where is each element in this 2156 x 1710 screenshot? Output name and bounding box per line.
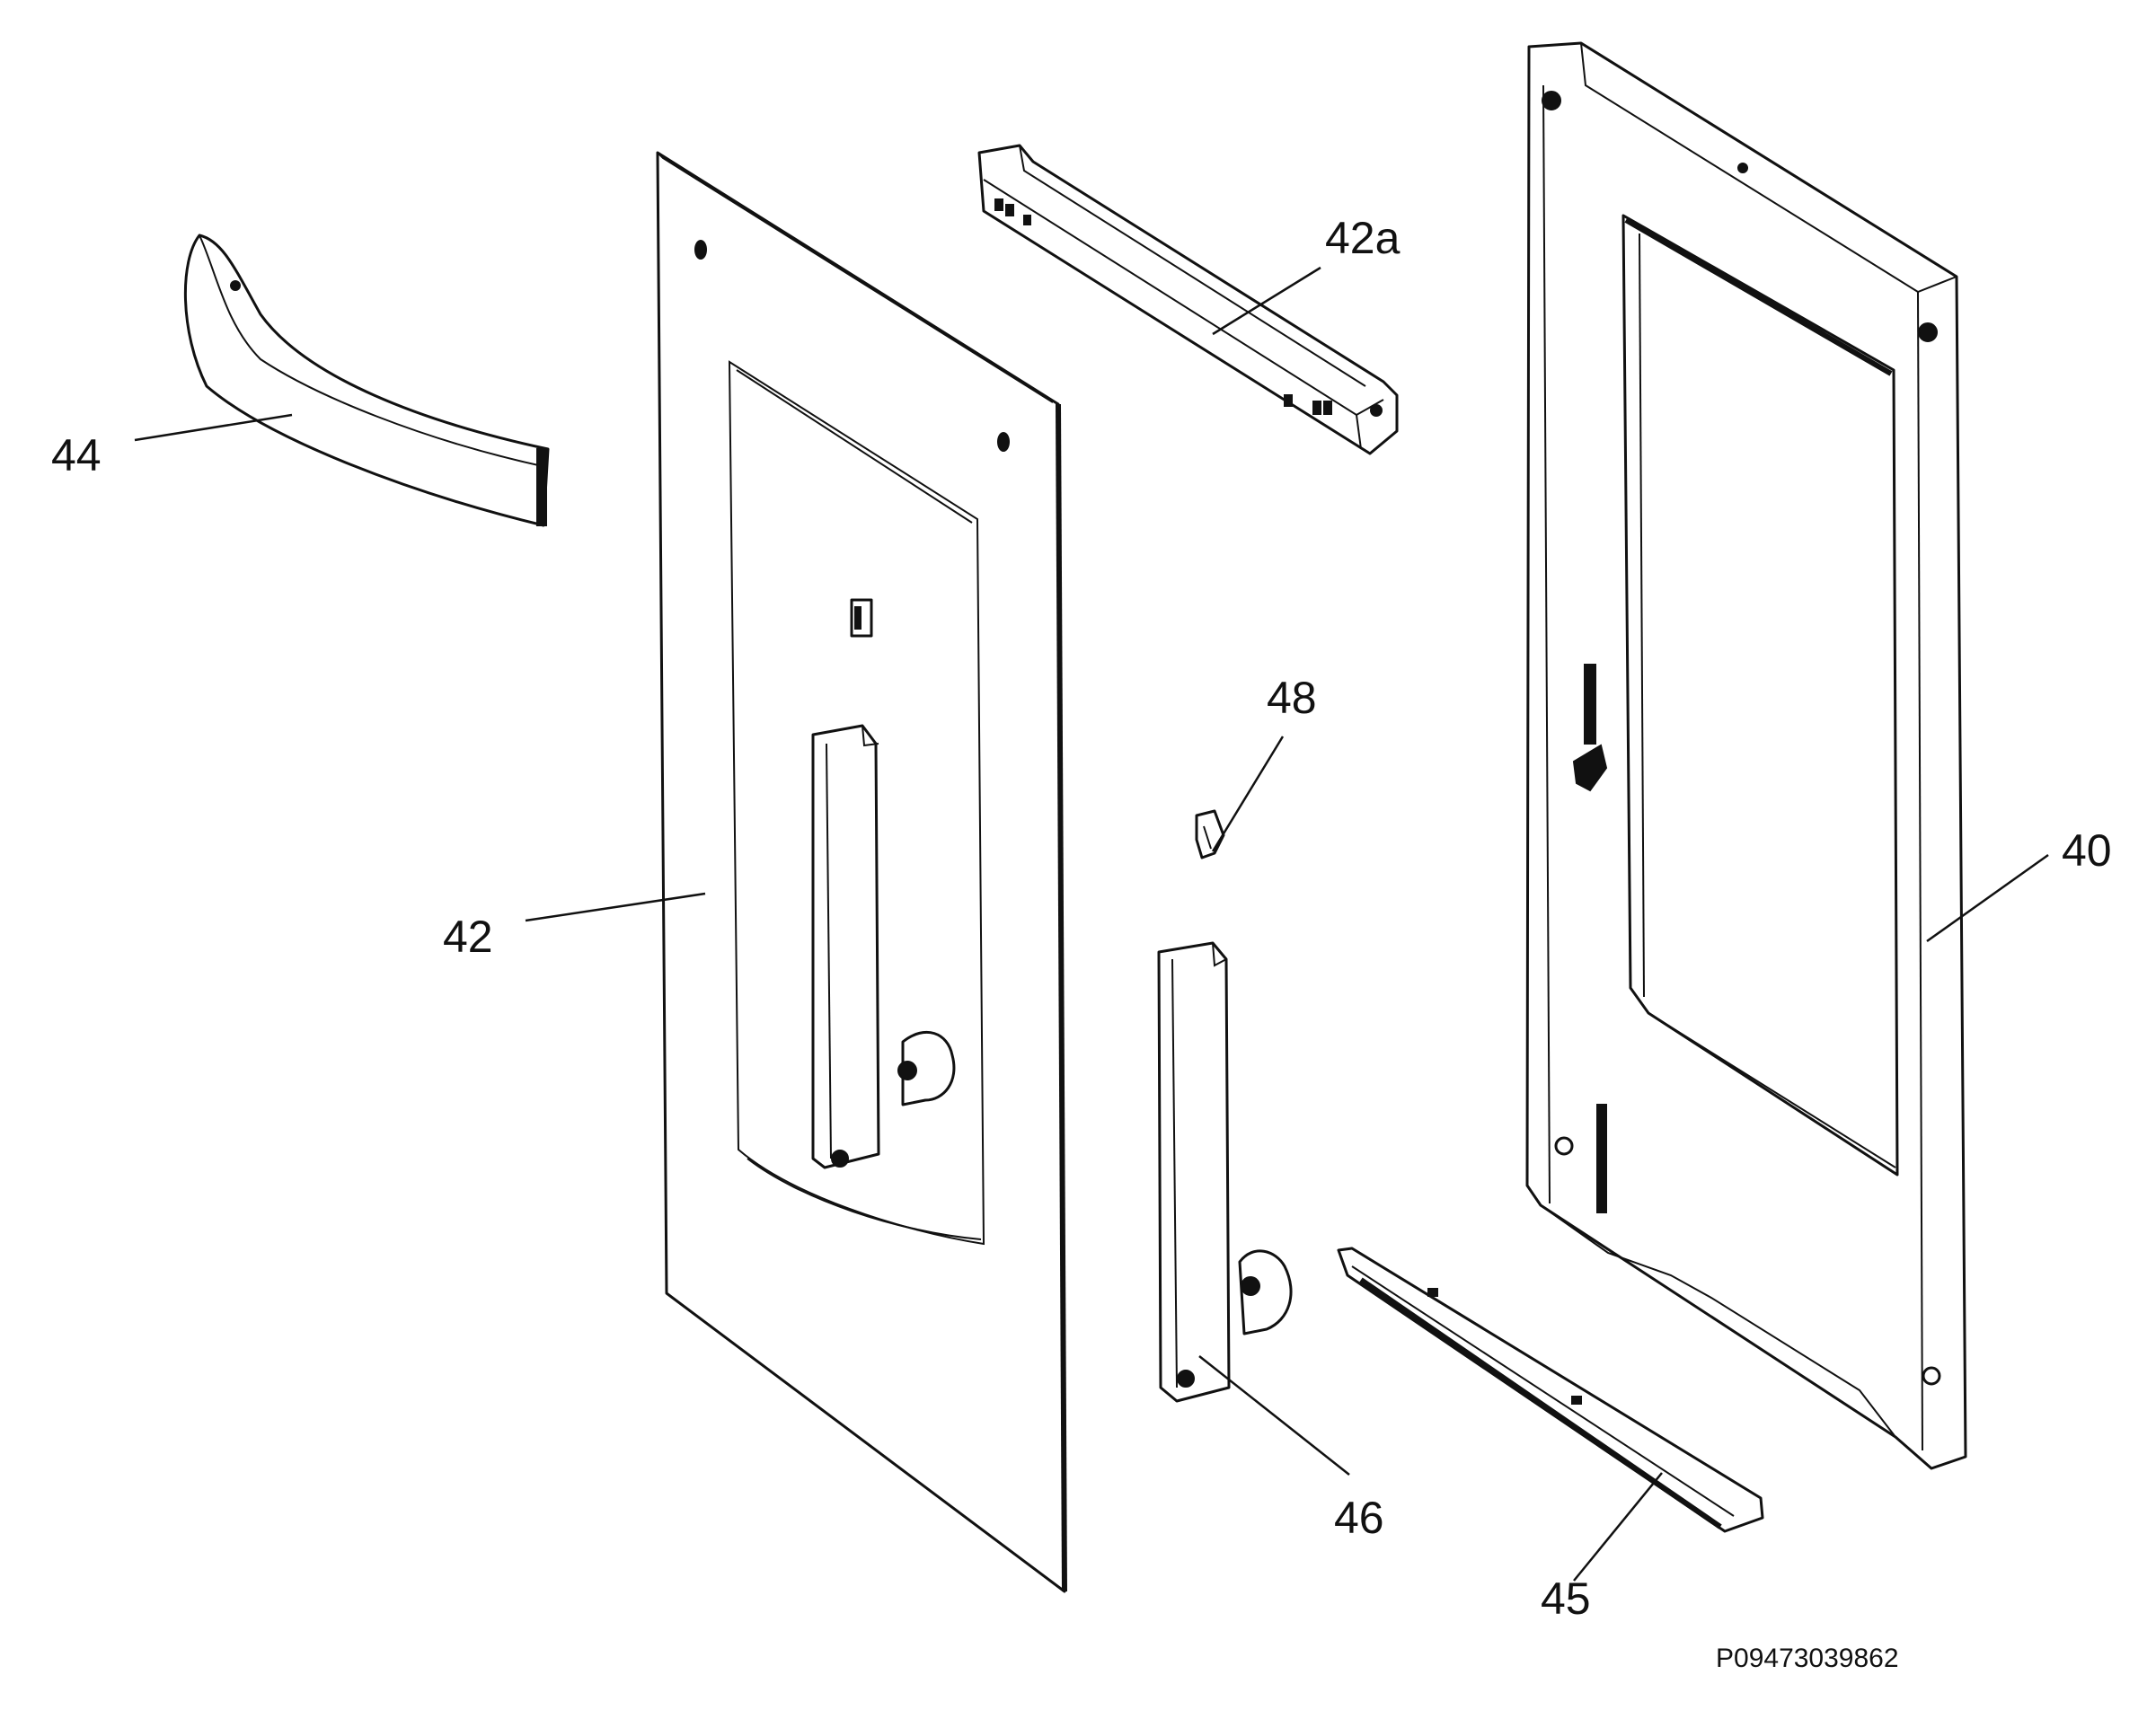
part-48-clip xyxy=(1195,809,1225,859)
callout-48: 48 xyxy=(1267,673,1317,723)
callout-42a: 42a xyxy=(1325,213,1401,263)
callout-44: 44 xyxy=(51,430,102,480)
leader-lines xyxy=(134,266,2049,1582)
part-45-lower-rail xyxy=(1337,1247,1764,1533)
callout-45: 45 xyxy=(1541,1573,1591,1624)
part-42-door-panel xyxy=(656,151,1067,1593)
part-46-hinge xyxy=(1157,941,1293,1403)
part-42a-upper-rail xyxy=(977,144,1399,455)
part-40-inner-frame xyxy=(1525,41,1967,1470)
callout-42: 42 xyxy=(443,912,493,962)
drawing-code: P09473039862 xyxy=(1716,1644,1899,1673)
callout-40: 40 xyxy=(2062,825,2112,876)
callout-46: 46 xyxy=(1334,1493,1384,1543)
part-44-handle xyxy=(183,234,550,527)
